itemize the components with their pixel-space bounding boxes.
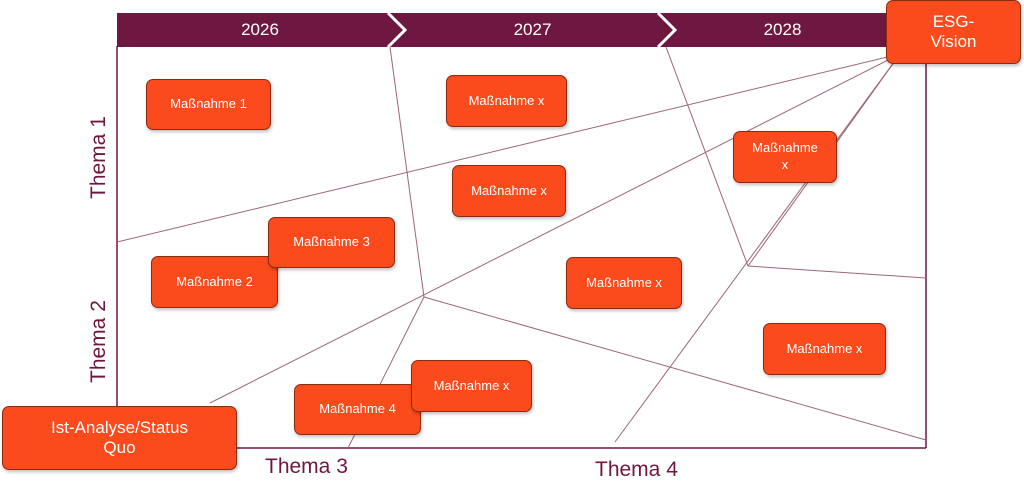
theme-label-3: Thema 3 [265, 455, 348, 478]
theme-label-2: Thema 2 [87, 300, 110, 383]
measure-box-x: Maßnahme x [446, 75, 567, 127]
status-quo-box: Ist-Analyse/Status Quo [2, 406, 237, 470]
status-quo-label: Ist-Analyse/Status Quo [50, 417, 188, 457]
measure-box-label: Maßnahme 4 [319, 401, 396, 417]
timeline-chevron-2 [656, 11, 678, 49]
measure-box-x: Maßnahme x [411, 360, 532, 412]
divider-line [116, 53, 901, 243]
theme-label-1: Thema 1 [87, 116, 110, 199]
year-label-2028: 2028 [763, 20, 802, 39]
measure-box-label: Maßnahme x [586, 274, 662, 290]
timeline-band [117, 13, 888, 47]
measure-box-3: Maßnahme 3 [268, 217, 395, 268]
measure-box-label: Maßnahme x [433, 377, 510, 393]
year-label-2027: 2027 [513, 20, 552, 39]
year-label-2026: 2026 [241, 20, 279, 39]
measure-box-label: Maßnahme x [471, 182, 547, 198]
measure-box-4: Maßnahme 4 [294, 384, 421, 435]
esg-vision-label: ESG-Vision [930, 11, 977, 51]
divider-line [614, 53, 901, 443]
theme-label-4: Thema 4 [595, 458, 678, 481]
measure-box-x: Maßnahme x [763, 323, 886, 375]
timeline-chevron-1 [386, 11, 408, 49]
measure-box-label: Maßnahme x [786, 340, 863, 356]
measure-box-label: Maßnahme 2 [176, 273, 253, 289]
measure-box-label: Maßnahme 1 [170, 96, 247, 112]
measure-box-x: Maßnahme x [566, 257, 682, 309]
measure-box-x: Maßnahme x [452, 165, 566, 217]
measure-box-label: Maßnahme 3 [293, 234, 370, 250]
divider-line [747, 265, 927, 279]
measure-box-label: Maßnahme x [468, 92, 545, 108]
divider-line [209, 53, 901, 404]
measure-box-2: Maßnahme 2 [151, 256, 278, 308]
measure-box-x: Maßnahme x [733, 131, 837, 183]
divider-line [423, 296, 927, 441]
measure-box-label: Maßnahme x [752, 140, 818, 172]
measure-box-1: Maßnahme 1 [146, 79, 271, 130]
divider-line [665, 46, 749, 267]
divider-line [389, 46, 425, 298]
esg-vision-box: ESG-Vision [886, 0, 1021, 64]
